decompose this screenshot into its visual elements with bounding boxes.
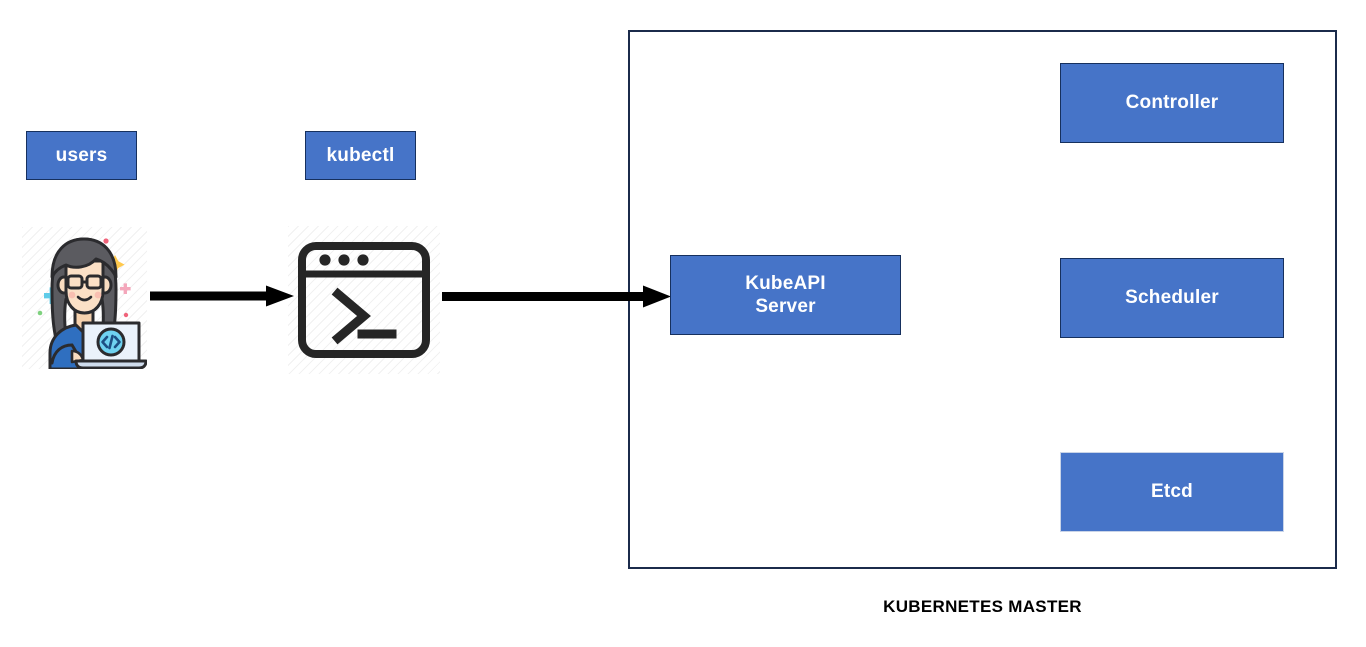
etcd-box[interactable]: Etcd	[1060, 452, 1284, 532]
terminal-prompt-chevron	[331, 287, 371, 345]
kubectl-box[interactable]: kubectl	[305, 131, 416, 180]
controller-box[interactable]: Controller	[1060, 63, 1284, 143]
controller-label: Controller	[1125, 92, 1219, 114]
scheduler-label: Scheduler	[1125, 287, 1219, 309]
terminal-window-dots	[319, 254, 369, 266]
etcd-label: Etcd	[1151, 481, 1193, 503]
kubeapi-server-label-line2: Server	[755, 296, 816, 317]
kubernetes-master-caption: KUBERNETES MASTER	[883, 597, 1082, 616]
arrow-kubectl-to-kubeapi	[440, 282, 673, 310]
terminal-frame	[298, 242, 430, 358]
code-badge-icon	[101, 334, 121, 350]
kubeapi-server-box[interactable]: KubeAPI Server	[670, 255, 901, 335]
terminal-window-illustration	[288, 226, 440, 374]
kubeapi-server-label-line1: KubeAPI	[745, 272, 826, 294]
kubectl-box-label: kubectl	[326, 144, 395, 166]
developer-at-laptop-illustration	[22, 227, 147, 369]
users-box[interactable]: users	[26, 131, 137, 180]
users-box-label: users	[55, 144, 108, 166]
scheduler-box[interactable]: Scheduler	[1060, 258, 1284, 338]
arrow-user-to-kubectl	[148, 282, 296, 310]
